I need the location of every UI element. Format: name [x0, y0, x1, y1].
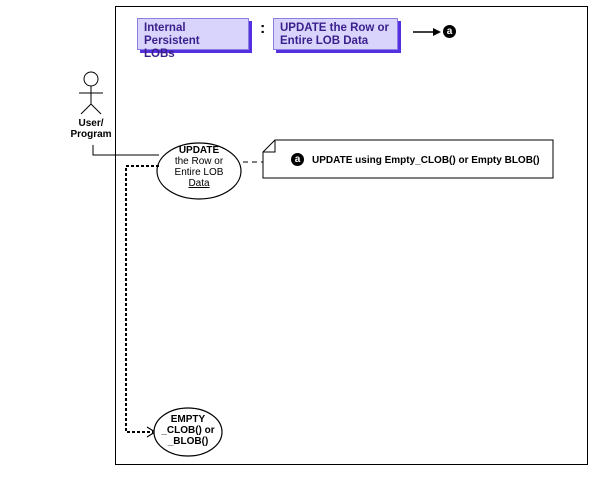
note-badge-a-icon: a — [291, 153, 304, 166]
note-text: UPDATE using Empty_CLOB() or Empty BLOB(… — [312, 155, 540, 166]
actor-label: User/ Program — [60, 118, 122, 140]
use-case-update-label[interactable]: UPDATE the Row or Entire LOB Data — [160, 145, 238, 189]
flow-to-empty — [125, 165, 159, 433]
use-case-empty-label[interactable]: EMPTY _CLOB() or _BLOB() — [155, 414, 221, 447]
breadcrumb-line: Internal Persistent — [144, 22, 200, 47]
diagram-frame — [115, 6, 588, 465]
breadcrumb-line: UPDATE the Row or — [280, 22, 390, 34]
use-case-update — [156, 142, 242, 200]
note-fold — [263, 140, 276, 153]
use-case-line: _CLOB() or — [161, 425, 215, 436]
actor-connector — [92, 145, 159, 156]
breadcrumb-line: LOBs — [144, 48, 175, 60]
breadcrumb-update-row[interactable]: UPDATE the Row or Entire LOB Data — [273, 18, 398, 50]
actor-label-line: User/ — [78, 118, 104, 129]
use-case-line: UPDATE — [178, 145, 220, 156]
breadcrumb-internal-persistent-lobs[interactable]: Internal Persistent LOBs — [137, 18, 249, 60]
use-case-line: EMPTY — [170, 414, 206, 425]
actor-label-line: Program — [70, 129, 112, 140]
use-case-empty — [153, 407, 223, 457]
use-case-line: the Row or — [174, 156, 224, 167]
note-shape — [262, 139, 554, 179]
actor-icon — [79, 71, 103, 115]
use-case-line: Data — [188, 178, 210, 189]
header-arrow-head — [433, 28, 441, 36]
use-case-line: _BLOB() — [167, 436, 209, 447]
breadcrumb-line: Entire LOB Data — [280, 35, 369, 47]
use-case-line: Entire LOB — [174, 167, 224, 178]
breadcrumb-separator: : — [260, 20, 266, 37]
badge-a-icon[interactable]: a — [443, 25, 456, 38]
